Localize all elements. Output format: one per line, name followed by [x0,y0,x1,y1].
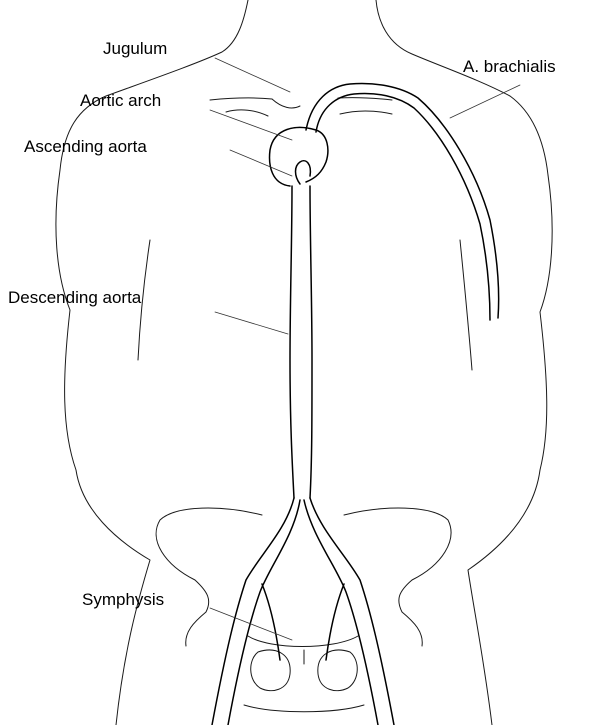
ilium-left [156,508,262,646]
internal-iliac-left [262,584,280,660]
neck-right-line [376,0,548,175]
internal-iliac-right [326,584,344,660]
jugular-notch [272,99,300,108]
chest-left-line [226,110,268,116]
leader-lines [210,58,520,640]
brachial-artery-inner [316,94,490,320]
torso-left-contour [56,170,150,725]
labels: Jugulum Aortic arch Ascending aorta A. b… [8,39,556,609]
pelvis [156,508,451,712]
aortic-arch-label: Aortic arch [80,91,161,110]
iliac-left-inner [228,500,300,725]
clavicle-left [210,98,272,100]
clavicle-right [338,98,392,100]
obturator-right [318,650,357,691]
symphysis-label: Symphysis [82,590,164,609]
clavicle-region [210,98,392,116]
descending-aorta-label: Descending aorta [8,288,142,307]
ilium-right [344,508,451,646]
jugulum-leader [215,58,290,92]
iliac-right-inner [304,500,378,725]
aortic-arch-outline [270,127,328,186]
arm-right-line [460,240,472,370]
ascending-aorta-leader [230,150,292,176]
a-brachialis-leader [450,85,520,118]
obturator-left [251,650,290,691]
a-brachialis-label: A. brachialis [463,57,556,76]
chest-right-line [340,111,392,114]
jugulum-label: Jugulum [103,39,167,58]
descending-aorta-leader [215,312,288,334]
brachial-artery-outer [306,84,499,318]
descending-aorta-left [290,186,294,498]
symphysis-arc [248,636,358,647]
pubic-lower-arc [244,705,364,712]
vessel-system [212,84,499,725]
torso-right-contour [468,175,552,725]
descending-aorta-right [310,186,312,498]
ascending-aorta-label: Ascending aorta [24,137,147,156]
symphysis-leader [210,608,292,640]
aortic-arch-leader [210,110,292,140]
